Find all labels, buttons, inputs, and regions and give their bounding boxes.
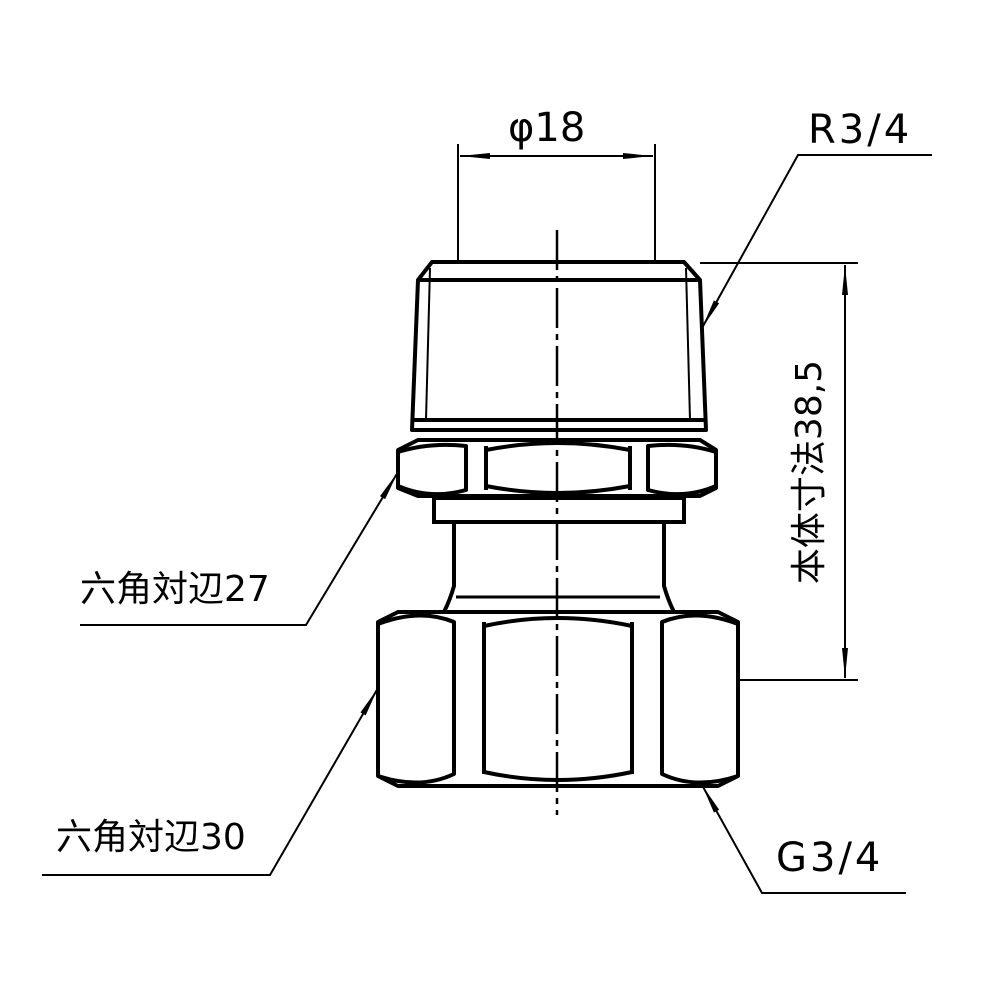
lower-hex-label: 六角対辺30 xyxy=(56,817,246,858)
female-thread-label: G3/4 xyxy=(776,835,884,881)
leader-lines xyxy=(42,154,932,894)
male-thread-label: R3/4 xyxy=(808,107,913,153)
diameter-dimension xyxy=(457,144,656,262)
diameter-label: φ18 xyxy=(508,105,586,151)
neck xyxy=(432,496,686,613)
upper-hex-label: 六角対辺27 xyxy=(80,569,270,610)
upper-hex-nut xyxy=(396,438,718,498)
male-thread-body xyxy=(410,260,708,432)
body-length-dimension xyxy=(700,262,858,681)
body-length-label: 本体寸法38,5 xyxy=(789,359,830,585)
